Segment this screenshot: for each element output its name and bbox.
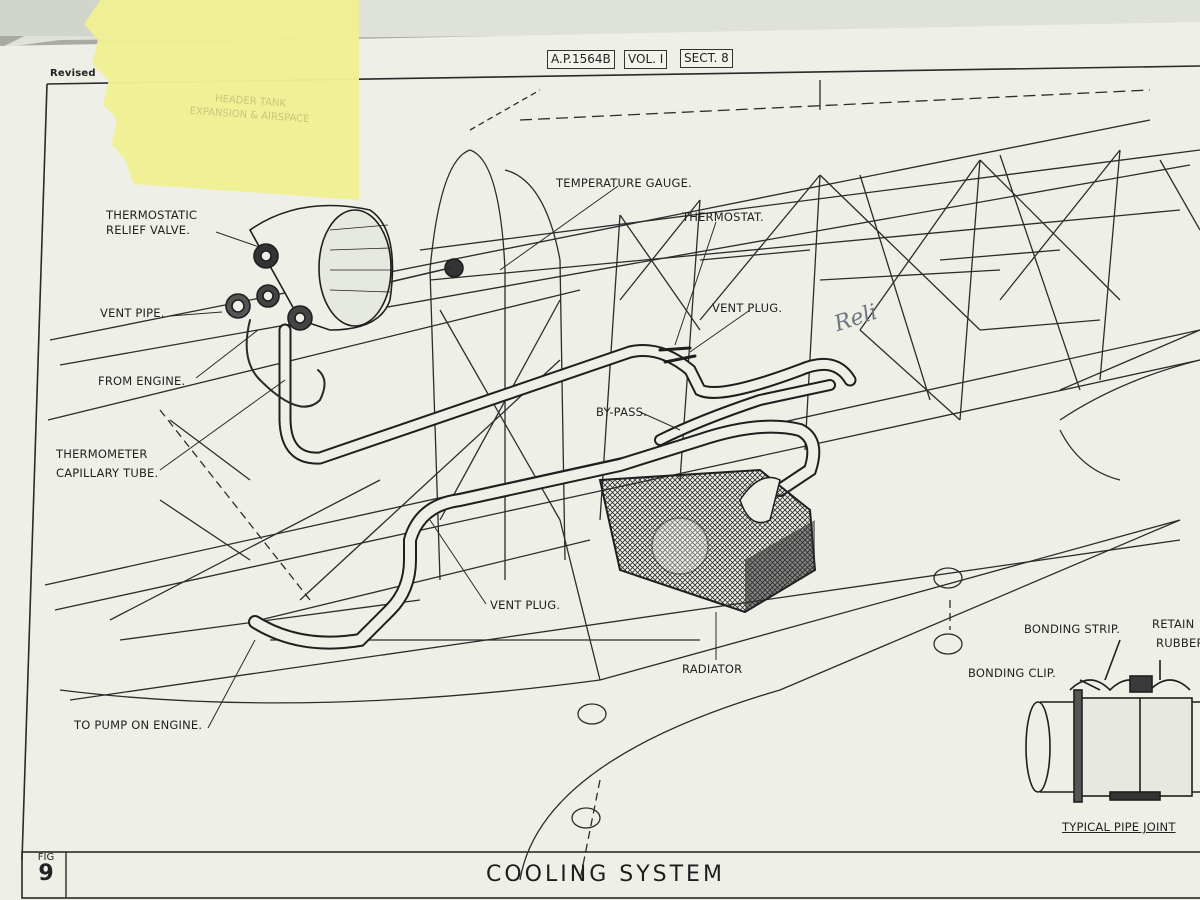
frame-left: [21, 83, 48, 861]
label-bonding-strip: BONDING STRIP.: [1024, 622, 1121, 636]
ap-number: A.P.1564B: [547, 50, 615, 69]
title-block: [21, 851, 1200, 899]
coolant-pipes: [245, 267, 857, 650]
leader-lines: [159, 185, 751, 729]
radiator: [598, 468, 817, 614]
label-to-pump-on-engine: TO PUMP ON ENGINE.: [74, 718, 203, 732]
volume: VOL. I: [624, 50, 668, 69]
label-thermometer-line1: THERMOMETER: [56, 447, 148, 461]
pipe-joint-inset: [1025, 639, 1200, 803]
label-thermostatic-relief-valve-line2: RELIEF VALVE.: [106, 223, 191, 237]
label-temperature-gauge: TEMPERATURE GAUGE.: [556, 176, 692, 190]
revised-label: Revised: [50, 68, 96, 79]
figure-number-box: FIG 9: [28, 852, 64, 885]
fig-number: 9: [38, 861, 54, 886]
diagram-title: COOLING SYSTEM: [486, 862, 725, 887]
sticky-note: [84, 0, 359, 200]
fig-word: FIG: [37, 852, 55, 863]
label-thermostatic-relief-valve-line1: THERMOSTATIC: [106, 208, 198, 222]
label-thermostat: THERMOSTAT.: [682, 210, 764, 224]
label-by-pass: BY-PASS.: [596, 405, 647, 419]
label-thermometer-line2: CAPILLARY TUBE.: [56, 466, 159, 480]
label-from-engine: FROM ENGINE.: [98, 374, 186, 388]
label-typical-pipe-joint: TYPICAL PIPE JOINT: [1062, 820, 1176, 834]
label-bonding-clip: BONDING CLIP.: [968, 666, 1056, 680]
label-vent-plug-lower: VENT PLUG.: [490, 598, 561, 612]
label-rubber: RUBBER: [1156, 636, 1200, 650]
section: SECT. 8: [680, 49, 733, 68]
label-radiator: RADIATOR: [682, 662, 743, 676]
label-retain: RETAIN: [1152, 617, 1195, 631]
label-vent-plug-upper: VENT PLUG.: [712, 301, 783, 315]
label-vent-pipe: VENT PIPE.: [100, 306, 165, 320]
fuselage-structure: [44, 80, 1200, 881]
header-tank: [225, 204, 464, 331]
